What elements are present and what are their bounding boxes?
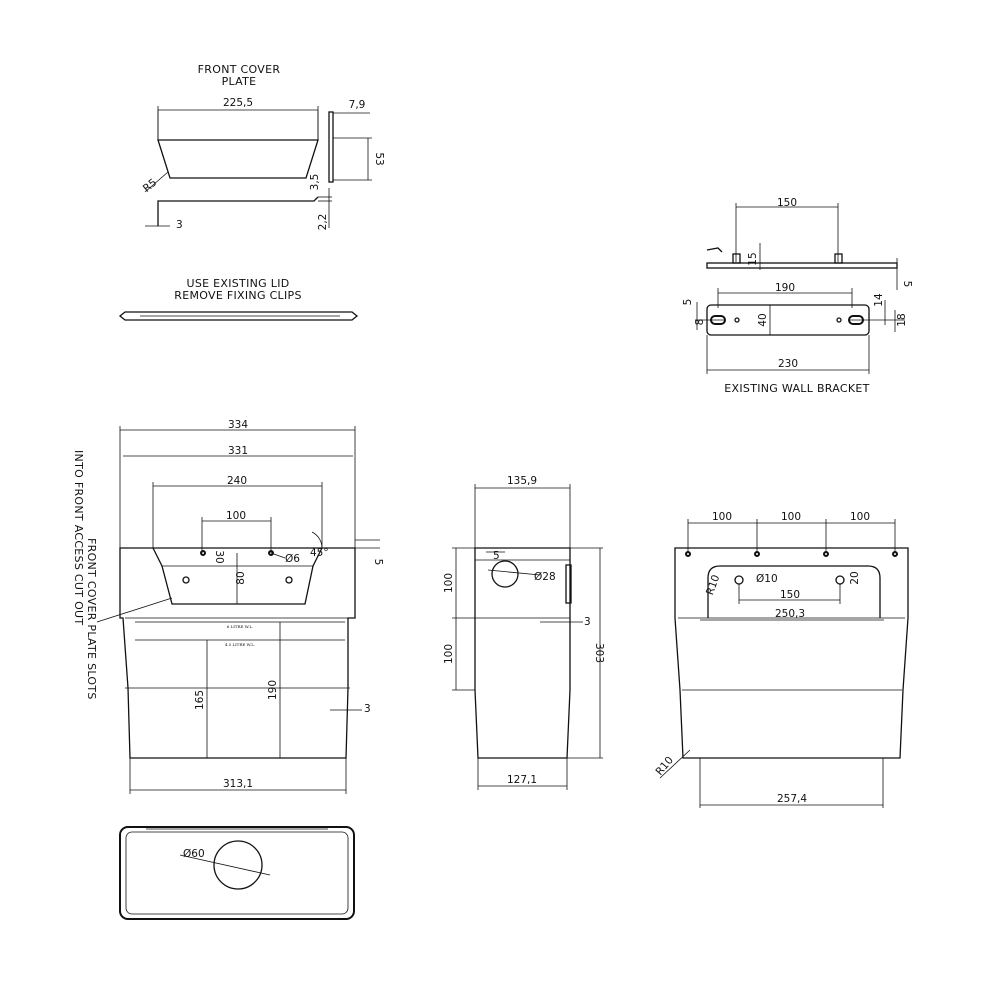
dim-side-303: 303 bbox=[593, 643, 605, 663]
dim-cover-thickness: 7,9 bbox=[349, 99, 366, 111]
dim-cover-height: 53 bbox=[373, 152, 385, 165]
dim-bracket-5b: 5 bbox=[682, 299, 694, 306]
dim-side-127: 127,1 bbox=[507, 774, 537, 786]
dim-front-240: 240 bbox=[227, 475, 247, 487]
dim-rear-100b: 100 bbox=[781, 511, 801, 523]
dim-rear-100a: 100 bbox=[712, 511, 732, 523]
dim-front-190: 190 bbox=[267, 680, 279, 700]
cistern-rear-view: 100 100 100 Ø10 20 R10 150 250,3 R10 257… bbox=[653, 511, 909, 808]
cistern-front-view: 334 331 240 100 30 Ø6 45° 80 5 bbox=[72, 419, 384, 794]
dim-side-5: 5 bbox=[493, 550, 500, 562]
dim-front-5: 5 bbox=[372, 559, 384, 566]
existing-lid-label-1: USE EXISTING LID bbox=[186, 277, 289, 290]
dim-bracket-230: 230 bbox=[778, 358, 798, 370]
cistern-top-view: Ø60 bbox=[119, 826, 355, 920]
dim-rear-150: 150 bbox=[780, 589, 800, 601]
front-cover-slots-label-1: FRONT COVER PLATE SLOTS bbox=[85, 538, 98, 700]
dim-front-334: 334 bbox=[228, 419, 248, 431]
cistern-side-view: 135,9 Ø28 5 100 100 3 303 127,1 bbox=[443, 475, 605, 790]
front-cover-plate-view: FRONT COVER PLATE 225,5 53 7,9 R5 3,5 2,… bbox=[141, 63, 385, 231]
front-cover-slots-label-2: INTO FRONT ACCESS CUT OUT bbox=[72, 450, 85, 625]
existing-lid-label-2: REMOVE FIXING CLIPS bbox=[174, 289, 302, 302]
dim-front-313: 313,1 bbox=[223, 778, 253, 790]
dim-rear-20: 20 bbox=[849, 571, 861, 584]
dim-side-100b: 100 bbox=[443, 644, 455, 664]
dim-front-165: 165 bbox=[194, 690, 206, 710]
dim-rear-257: 257,4 bbox=[777, 793, 807, 805]
dim-cover-radius: R5 bbox=[141, 177, 159, 195]
dim-front-331: 331 bbox=[228, 445, 248, 457]
dim-top-dia60: Ø60 bbox=[183, 848, 205, 860]
dim-bracket-150: 150 bbox=[777, 197, 797, 209]
front-cover-plate-title-1: FRONT COVER bbox=[198, 63, 281, 76]
dim-side-dia28: Ø28 bbox=[534, 571, 556, 583]
dim-bracket-190: 190 bbox=[775, 282, 795, 294]
dim-front-3: 3 bbox=[364, 703, 371, 715]
front-cover-plate-title-2: PLATE bbox=[222, 75, 257, 88]
dim-bracket-14: 14 bbox=[873, 293, 885, 307]
dim-bracket-5a: 5 bbox=[901, 281, 913, 288]
dim-front-30: 30 bbox=[213, 550, 225, 563]
dim-bracket-8: 8 bbox=[694, 319, 706, 326]
cistern-mark-4-5l: 4.5 LITRE W.L. bbox=[225, 642, 255, 647]
dim-rear-r10a: R10 bbox=[704, 573, 722, 597]
wall-bracket-view: 150 15 5 190 40 5 8 14 18 2 bbox=[682, 197, 913, 395]
dim-rear-100c: 100 bbox=[850, 511, 870, 523]
wall-bracket-label: EXISTING WALL BRACKET bbox=[724, 382, 869, 395]
dim-bracket-18: 18 bbox=[896, 313, 908, 326]
dim-front-45: 45° bbox=[310, 547, 329, 559]
dim-front-80: 80 bbox=[235, 571, 247, 584]
dim-cover-3: 3 bbox=[176, 219, 183, 231]
dim-cover-3-5: 3,5 bbox=[309, 174, 321, 191]
dim-front-100: 100 bbox=[226, 510, 246, 522]
dim-cover-width: 225,5 bbox=[223, 97, 253, 109]
dim-side-135: 135,9 bbox=[507, 475, 537, 487]
dim-front-dia6: Ø6 bbox=[285, 553, 300, 565]
dim-cover-2-2: 2,2 bbox=[317, 214, 329, 231]
dim-rear-250: 250,3 bbox=[775, 608, 805, 620]
existing-lid-view: USE EXISTING LID REMOVE FIXING CLIPS bbox=[118, 277, 359, 321]
dim-rear-dia10: Ø10 bbox=[756, 573, 778, 585]
dim-side-100a: 100 bbox=[443, 573, 455, 593]
dim-side-3: 3 bbox=[584, 616, 591, 628]
dim-bracket-40: 40 bbox=[757, 313, 769, 326]
cistern-mark-6l: 6 LITRE W.L. bbox=[227, 624, 254, 629]
dim-bracket-15: 15 bbox=[747, 252, 759, 265]
